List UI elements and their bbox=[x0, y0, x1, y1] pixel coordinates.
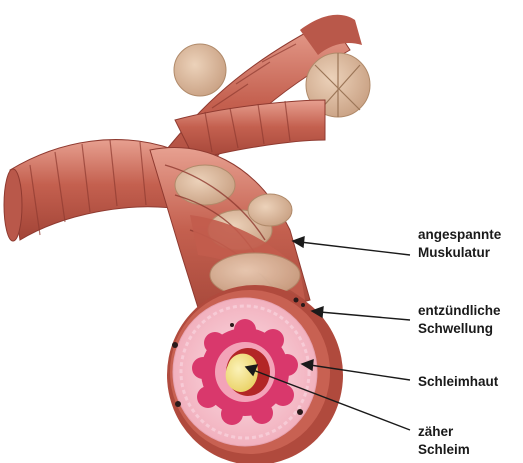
label-muscle-line-1: angespannte bbox=[418, 226, 501, 244]
label-swelling-line-1: entzündliche bbox=[418, 302, 501, 320]
cartilage-knob bbox=[174, 44, 226, 96]
pointer-muscle bbox=[300, 242, 410, 255]
label-mucus-line-2: Schleim bbox=[418, 441, 470, 459]
label-mucus: zäher Schleim bbox=[418, 423, 470, 459]
label-swelling-line-2: Schwellung bbox=[418, 320, 501, 338]
label-mucosa: Schleimhaut bbox=[418, 373, 498, 391]
pointer-swelling bbox=[320, 312, 410, 320]
label-muscle: angespannte Muskulatur bbox=[418, 226, 501, 262]
label-mucosa-line-1: Schleimhaut bbox=[418, 373, 498, 391]
label-swelling: entzündliche Schwellung bbox=[418, 302, 501, 338]
label-mucus-line-1: zäher bbox=[418, 423, 470, 441]
label-muscle-line-2: Muskulatur bbox=[418, 244, 501, 262]
